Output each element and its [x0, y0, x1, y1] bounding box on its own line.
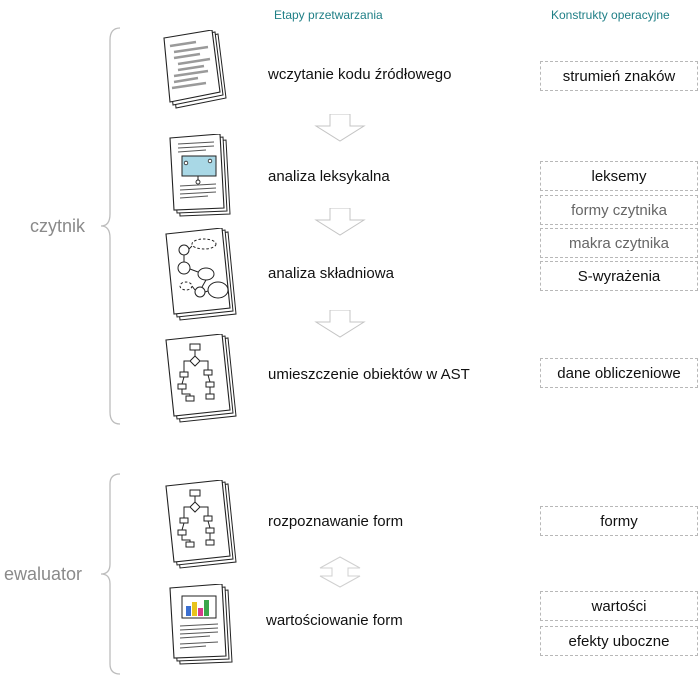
construct-lexemes: leksemy — [540, 161, 698, 191]
construct-side-effects: efekty uboczne — [540, 626, 698, 656]
stage-label-source-loading: wczytanie kodu źródłowego — [268, 66, 452, 83]
source-code-document-icon — [163, 30, 227, 109]
evaluator-brace — [100, 473, 121, 675]
group-label-evaluator: ewaluator — [4, 564, 83, 584]
construct-computational-data: dane obliczeniowe — [540, 358, 698, 388]
stage-label-form-recognition: rozpoznawanie form — [268, 513, 404, 530]
syntax-graph-document-icon — [165, 228, 237, 321]
down-arrow-icon — [314, 208, 366, 236]
stage-label-ast-placement: umieszczenie obiektów w AST — [268, 366, 470, 383]
stages-column-header: Etapy przetwarzania — [274, 8, 383, 22]
constructs-column-header: Konstrukty operacyjne — [551, 8, 670, 22]
stage-label-lexical-analysis: analiza leksykalna — [268, 168, 390, 185]
group-label-reader: czytnik — [30, 216, 86, 236]
down-arrow-icon — [314, 114, 366, 142]
flowchart-document-icon — [165, 480, 237, 569]
construct-reader-macros: makra czytnika — [540, 228, 698, 258]
bar-chart-document-icon — [169, 584, 233, 665]
construct-s-expressions: S-wyrażenia — [540, 261, 698, 291]
construct-reader-forms: formy czytnika — [540, 195, 698, 225]
construct-char-stream: strumień znaków — [540, 61, 698, 91]
construct-values: wartości — [540, 591, 698, 621]
reader-brace — [100, 27, 121, 425]
ast-flowchart-document-icon — [165, 334, 237, 423]
double-arrow-icon — [319, 556, 361, 588]
stage-label-syntax-analysis: analiza składniowa — [268, 265, 394, 282]
stage-label-form-evaluation: wartościowanie form — [266, 612, 403, 629]
down-arrow-icon — [314, 310, 366, 338]
lexical-analysis-document-icon — [169, 134, 231, 217]
construct-forms: formy — [540, 506, 698, 536]
